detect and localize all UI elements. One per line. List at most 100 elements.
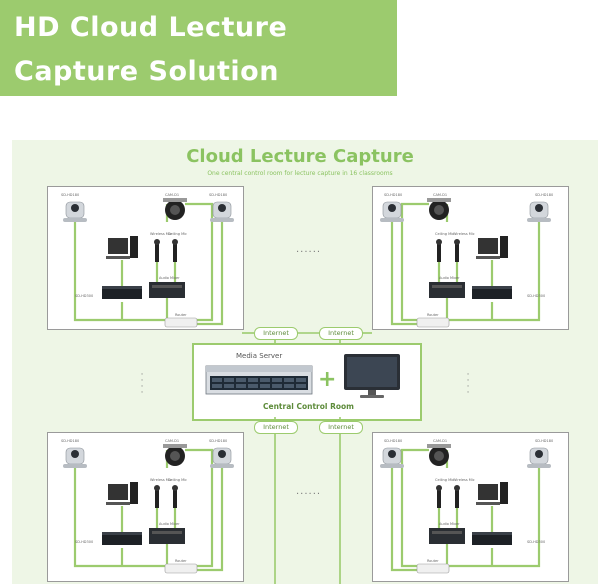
mic-head: [172, 239, 178, 245]
ellipsis: ......: [296, 486, 322, 497]
keyboard-icon: [476, 256, 500, 259]
camera-lens: [218, 450, 226, 458]
device-label: Wireless Mic: [150, 232, 172, 236]
audio-mixer-icon: [429, 528, 465, 544]
recorder-icon: [472, 286, 512, 299]
microphone-icon: [437, 242, 441, 262]
mic-head: [454, 485, 460, 491]
device-label: Router: [427, 559, 439, 563]
device-label: Audio Mixer: [159, 522, 180, 526]
router-icon: [164, 563, 198, 574]
pc-monitor-icon: [108, 484, 128, 500]
device-label: SD-HD180: [384, 439, 403, 443]
wire: [195, 222, 214, 322]
pc-tower-icon: [130, 482, 138, 504]
camera-lens: [71, 204, 79, 212]
camera-base: [380, 464, 404, 468]
microphone-icon: [437, 488, 441, 508]
microphone-icon: [455, 488, 459, 508]
dome-lens: [434, 205, 444, 215]
media-server-label: Media Server: [236, 352, 283, 360]
pc-monitor-icon: [478, 484, 498, 500]
mic-head: [172, 485, 178, 491]
device-label: Router: [175, 559, 187, 563]
wire: [73, 222, 167, 322]
device-label: CAM-D1: [165, 439, 180, 443]
mic-head: [454, 239, 460, 245]
dome-lens: [170, 205, 180, 215]
recorder-top: [102, 286, 142, 289]
microphone-icon: [455, 242, 459, 262]
wire: [185, 202, 214, 222]
device-label: SD-HD180: [535, 439, 554, 443]
recorder-icon: [102, 532, 142, 545]
device-label: SD-HD180: [209, 193, 228, 197]
mic-head: [154, 485, 160, 491]
recorder-icon: [102, 286, 142, 299]
camera-base: [63, 218, 87, 222]
central-control-room-label: Central Control Room: [263, 402, 354, 411]
mixer-faders: [152, 285, 182, 288]
internet-label: Internet: [254, 327, 298, 340]
camera-lens: [388, 204, 396, 212]
vertical-ellipsis-right: ····: [466, 370, 470, 398]
recorder-icon: [472, 532, 512, 545]
microphone-icon: [173, 488, 177, 508]
mixer-faders: [152, 531, 182, 534]
diagram-title: Cloud Lecture Capture: [186, 146, 414, 167]
device-label: CAM-D1: [433, 193, 448, 197]
wire: [400, 468, 419, 568]
camera-base: [210, 218, 234, 222]
device-label: SD-HD180: [61, 439, 80, 443]
camera-base: [380, 218, 404, 222]
mic-head: [436, 239, 442, 245]
ellipsis: ......: [296, 244, 322, 255]
router-icon: [416, 563, 450, 574]
camera-lens: [218, 204, 226, 212]
camera-lens: [71, 450, 79, 458]
device-label: Audio Mixer: [159, 276, 180, 280]
mixer-faders: [432, 285, 462, 288]
device-label: Wireless Mic: [453, 232, 475, 236]
diagram-subtitle: One central control room for lecture cap…: [207, 170, 393, 177]
microphone-icon: [155, 488, 159, 508]
camera-base: [63, 464, 87, 468]
internet-label: Internet: [319, 327, 363, 340]
wire: [447, 222, 541, 322]
mic-head: [154, 239, 160, 245]
dome-lens: [170, 451, 180, 461]
mixer-faders: [432, 531, 462, 534]
audio-mixer-icon: [429, 282, 465, 298]
camera-base: [527, 218, 551, 222]
camera-base: [210, 464, 234, 468]
keyboard-icon: [106, 256, 130, 259]
device-label: SD-HD300: [527, 294, 546, 298]
pc-monitor-icon: [478, 238, 498, 254]
device-label: SD-HD180: [61, 193, 80, 197]
keyboard-icon: [476, 502, 500, 505]
device-label: SD-HD180: [384, 193, 403, 197]
device-label: Ceiling Mic: [168, 478, 187, 482]
device-label: SD-HD300: [75, 540, 94, 544]
recorder-top: [472, 532, 512, 535]
internet-label: Internet: [319, 421, 363, 434]
pc-tower-icon: [500, 236, 508, 258]
mic-head: [436, 485, 442, 491]
pc-tower-icon: [500, 482, 508, 504]
audio-mixer-icon: [149, 282, 185, 298]
device-label: Wireless Mic: [150, 478, 172, 482]
device-label: CAM-D1: [165, 193, 180, 197]
pc-tower-icon: [130, 236, 138, 258]
device-label: SD-HD300: [75, 294, 94, 298]
microphone-icon: [155, 242, 159, 262]
camera-lens: [388, 450, 396, 458]
device-label: SD-HD180: [209, 439, 228, 443]
device-label: Router: [175, 313, 187, 317]
title-banner: HD Cloud Lecture Capture Solution: [0, 0, 397, 96]
device-label: SD-HD300: [527, 540, 546, 544]
media-server-icon: [205, 365, 313, 395]
plus-sign: +: [318, 367, 337, 392]
wire: [195, 468, 214, 568]
camera-lens: [535, 204, 543, 212]
